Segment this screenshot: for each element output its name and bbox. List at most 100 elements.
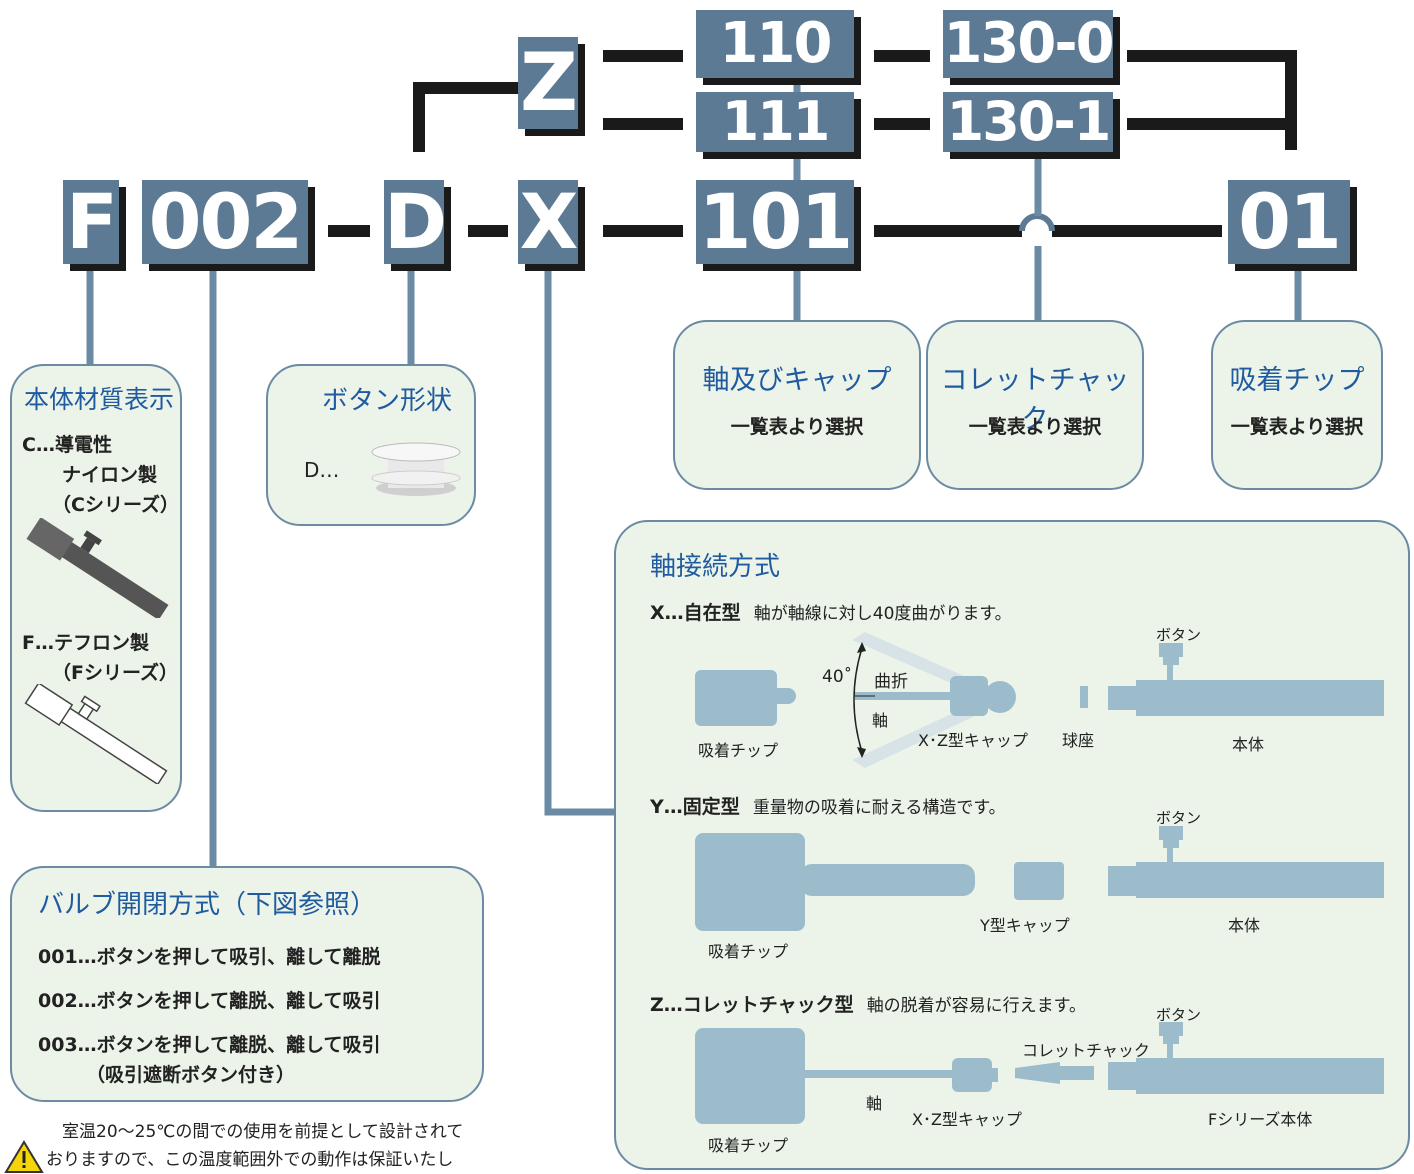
button-shape-icon (371, 442, 461, 496)
z-collet-label: コレットチャック (1022, 1041, 1150, 1060)
code-101: 101 (696, 180, 854, 264)
x-cap-label: X･Z型キャップ (918, 731, 1028, 750)
valve-item-3-note: （吸引遮断ボタン付き） (86, 1064, 296, 1086)
x-button-top (1159, 643, 1183, 657)
z-button-mid (1163, 1036, 1179, 1044)
z-collet (1015, 1062, 1060, 1084)
valve-item-2: 002…ボタンを押して離脱、離して吸引 (38, 990, 381, 1012)
y-body (1136, 862, 1384, 898)
x-ball (984, 681, 1016, 713)
x-body-label: 本体 (1232, 735, 1265, 754)
y-tip-label: 吸着チップ (708, 942, 789, 961)
x-cap (950, 676, 988, 716)
shaft-cap-title: 軸及びキャップ (702, 365, 892, 396)
code-f: F (63, 180, 119, 264)
x-ball-seat (1080, 686, 1088, 708)
z-body-front (1108, 1062, 1138, 1090)
code-111: 111 (696, 92, 854, 152)
code-z-text: Z (519, 36, 578, 129)
material-f-line2: （Fシリーズ） (52, 662, 179, 684)
z-heading: Z…コレットチャック型 軸の脱着が容易に行えます。 (650, 990, 1086, 1017)
collet-sub: 一覧表より選択 (968, 416, 1102, 438)
y-desc: 重量物の吸着に耐える構造です。 (752, 798, 1006, 818)
x-tip-label: 吸着チップ (698, 741, 779, 760)
material-c-line1: C…導電性 (22, 434, 112, 456)
x-tip-neck (770, 688, 796, 704)
x-angle-label: 40˚ (822, 667, 853, 687)
z-tip-label: 吸着チップ (708, 1136, 789, 1155)
code-130-0-text: 130-0 (943, 11, 1114, 76)
x-head: X…自在型 (650, 602, 741, 624)
x-ball-seat-label: 球座 (1062, 731, 1095, 750)
code-130-1-text: 130-1 (946, 90, 1112, 153)
code-130-0: 130-0 (943, 10, 1115, 78)
z-button-stem (1167, 1043, 1173, 1059)
tip-title: 吸着チップ (1229, 365, 1365, 396)
x-button-stem (1167, 665, 1173, 681)
valve-item-3: 003…ボタンを押して離脱、離して吸引 (38, 1034, 381, 1056)
code-01-text: 01 (1238, 177, 1342, 266)
z-cap-nose (988, 1068, 998, 1082)
code-x-text: X (519, 177, 579, 266)
z-body-label: Fシリーズ本体 (1208, 1110, 1313, 1129)
z-desc: 軸の脱着が容易に行えます。 (866, 996, 1086, 1016)
bend-arrow-head-top (857, 642, 866, 653)
z-cap (952, 1058, 992, 1092)
y-button-stem (1167, 847, 1173, 863)
button-shape-title: ボタン形状 (322, 386, 453, 416)
y-button-top (1159, 826, 1183, 840)
code-130-1: 130-1 (943, 92, 1113, 152)
code-button-text: D (384, 177, 447, 266)
x-button-label: ボタン (1156, 626, 1202, 644)
x-body-front (1108, 686, 1138, 710)
code-01: 01 (1228, 180, 1350, 264)
code-valve: 002 (142, 180, 308, 264)
x-heading: X…自在型 軸が軸線に対し40度曲がります。 (650, 598, 1012, 625)
valve-title: バルブ開閉方式（下図参照） (38, 890, 377, 920)
x-button-mid (1163, 657, 1179, 665)
button-shape-box: ボタン形状 D… (266, 364, 476, 526)
code-101-text: 101 (698, 177, 854, 266)
material-box: 本体材質表示 C…導電性 ナイロン製 （Cシリーズ） F…テフロン製 （Fシリー… (10, 364, 182, 812)
z-button-label: ボタン (1156, 1006, 1202, 1024)
connection-title: 軸接続方式 (650, 552, 781, 582)
x-shaft-label: 軸 (872, 711, 889, 730)
x-shaft (855, 692, 955, 700)
code-z: Z (518, 37, 578, 129)
material-f-line1: F…テフロン製 (22, 632, 149, 654)
tip-box: 吸着チップ 一覧表より選択 (1211, 320, 1383, 490)
f-series-body-icon (24, 684, 168, 784)
valve-item-1: 001…ボタンを押して吸引、離して離脱 (38, 946, 381, 968)
x-desc: 軸が軸線に対し40度曲がります。 (753, 604, 1012, 624)
c-series-body-icon (26, 518, 169, 618)
warning-icon (4, 1140, 44, 1173)
y-cap-label: Y型キャップ (980, 916, 1070, 935)
code-f-text: F (66, 177, 118, 266)
tip-sub: 一覧表より選択 (1230, 416, 1364, 438)
z-tip-pad (695, 1028, 805, 1124)
x-tip-pad (695, 670, 777, 726)
z-cap-label: X･Z型キャップ (912, 1110, 1022, 1129)
y-button-label: ボタン (1156, 809, 1202, 827)
y-tip-neck (800, 864, 975, 896)
y-button-mid (1163, 840, 1179, 848)
y-heading: Y…固定型 重量物の吸着に耐える構造です。 (650, 792, 1006, 819)
y-body-label: 本体 (1228, 916, 1261, 935)
shaft-cap-box: 軸及びキャップ 一覧表より選択 (673, 320, 921, 490)
y-body-front (1108, 866, 1138, 896)
z-collet-end (1060, 1066, 1094, 1080)
collet-title: コレットチャック (940, 365, 1130, 435)
material-c-line2: ナイロン製 (62, 464, 158, 486)
x-bend-label: 曲折 (874, 672, 908, 692)
valve-box: バルブ開閉方式（下図参照） 001…ボタンを押して吸引、離して離脱 002…ボタ… (10, 866, 484, 1102)
collet-box: コレットチャック 一覧表より選択 (926, 320, 1144, 490)
material-title: 本体材質表示 (24, 385, 175, 414)
code-button: D (384, 177, 447, 266)
material-c-line3: （Cシリーズ） (52, 494, 179, 516)
z-button-top (1159, 1022, 1183, 1036)
z-shaft-label: 軸 (866, 1094, 883, 1113)
shaft-cap-sub: 一覧表より選択 (730, 416, 864, 438)
code-111-text: 111 (721, 90, 831, 153)
y-tip-pad (695, 833, 805, 931)
